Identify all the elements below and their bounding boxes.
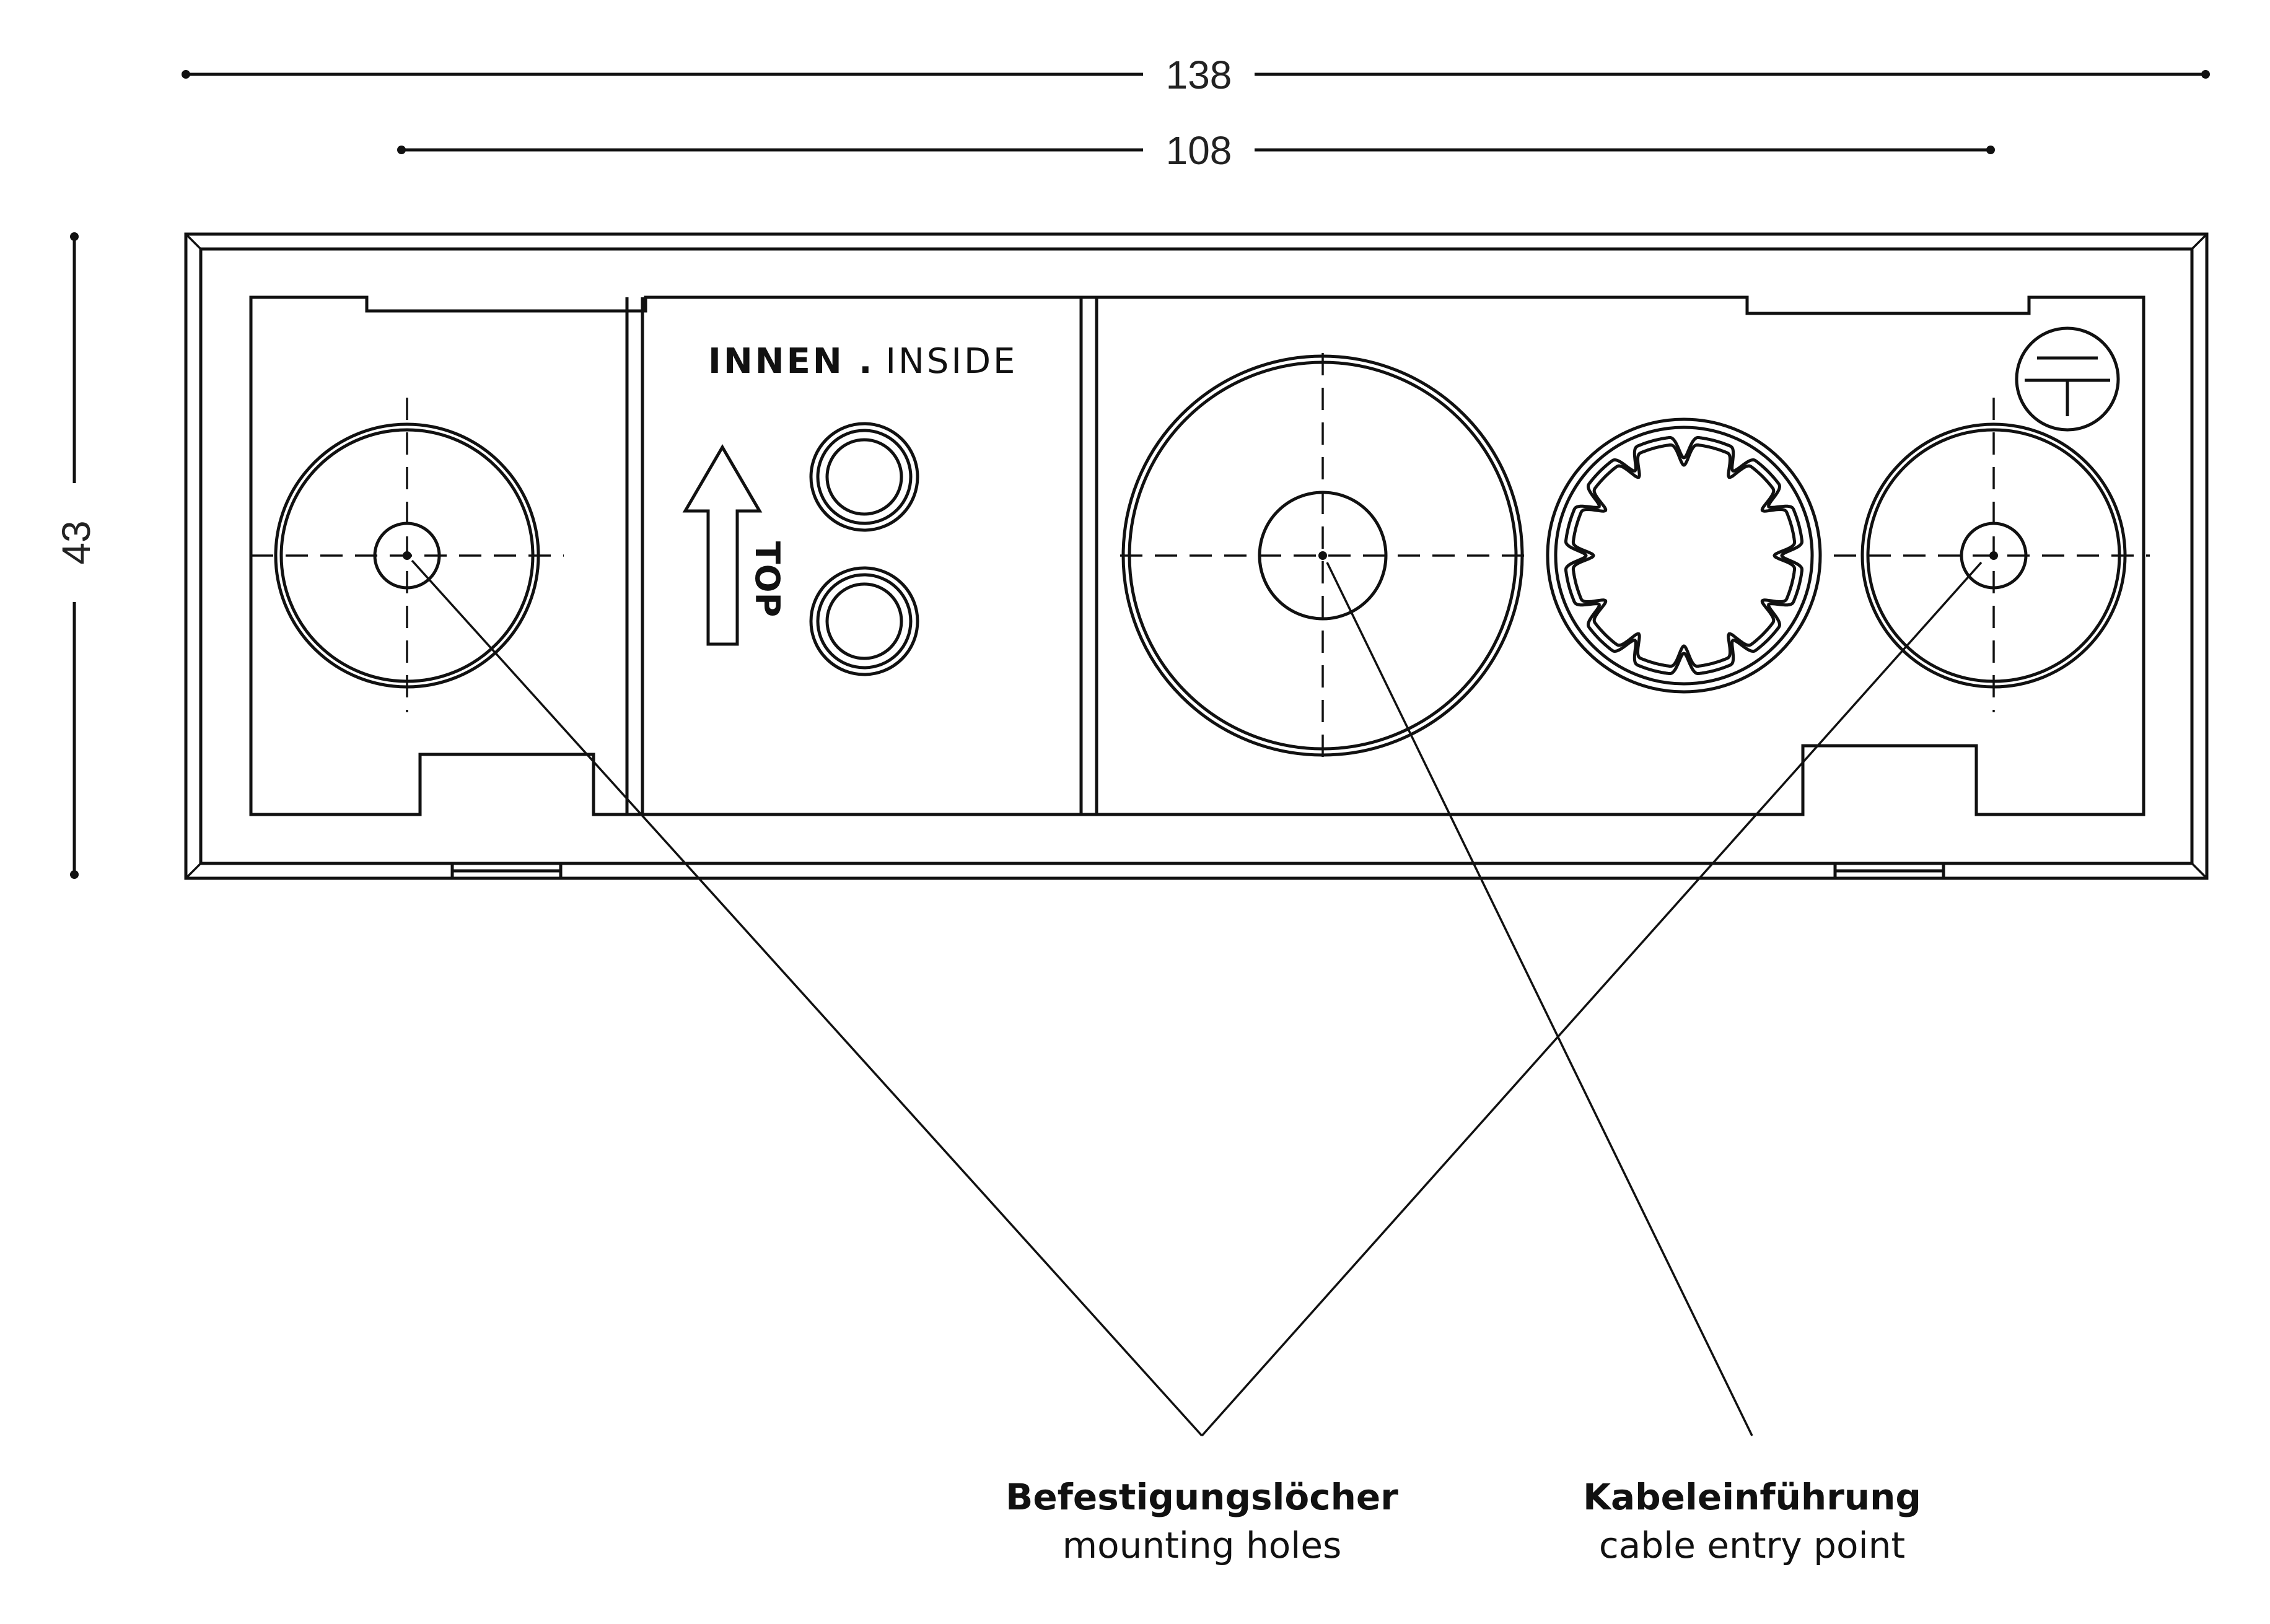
- dimension-hole-spacing-label: 108: [1166, 128, 1232, 173]
- mounting-hole-right: [1834, 398, 2150, 712]
- dimension-height: 43: [54, 232, 99, 879]
- dimension-height-label: 43: [54, 520, 99, 564]
- callout-mounting-en: mounting holes: [1063, 1524, 1342, 1566]
- dimension-overall-width: 138: [182, 53, 2210, 97]
- ground-symbol-icon: [2015, 326, 2120, 432]
- callout-cable-en: cable entry point: [1599, 1524, 1905, 1566]
- label-panel: INNEN . INSIDE TOP: [625, 297, 1098, 814]
- up-arrow-icon: [682, 444, 763, 646]
- dimension-hole-spacing: 108: [397, 128, 1995, 173]
- panel-title-bold: INNEN .: [708, 341, 874, 382]
- top-label: TOP: [748, 541, 787, 617]
- panel-title: INNEN . INSIDE: [708, 341, 1017, 382]
- inner-frame: [249, 295, 2145, 816]
- housing-outline: [184, 232, 2209, 880]
- leader-lines: [411, 559, 1983, 1437]
- callout-mounting-holes: Befestigungslöcher mounting holes: [1006, 1476, 1398, 1566]
- callout-cable-entry: Kabeleinführung cable entry point: [1583, 1476, 1921, 1566]
- callout-cable-de: Kabeleinführung: [1583, 1476, 1921, 1518]
- led-indicator-lower: [809, 566, 919, 676]
- panel-title-light: INSIDE: [885, 341, 1017, 382]
- cable-gland: [1546, 417, 1822, 694]
- callout-mounting-de: Befestigungslöcher: [1006, 1476, 1398, 1518]
- mounting-hole-left: [251, 398, 564, 712]
- cable-entry-large: [1120, 353, 1525, 759]
- led-indicator-upper: [809, 422, 919, 532]
- dimension-overall-width-label: 138: [1166, 53, 1232, 97]
